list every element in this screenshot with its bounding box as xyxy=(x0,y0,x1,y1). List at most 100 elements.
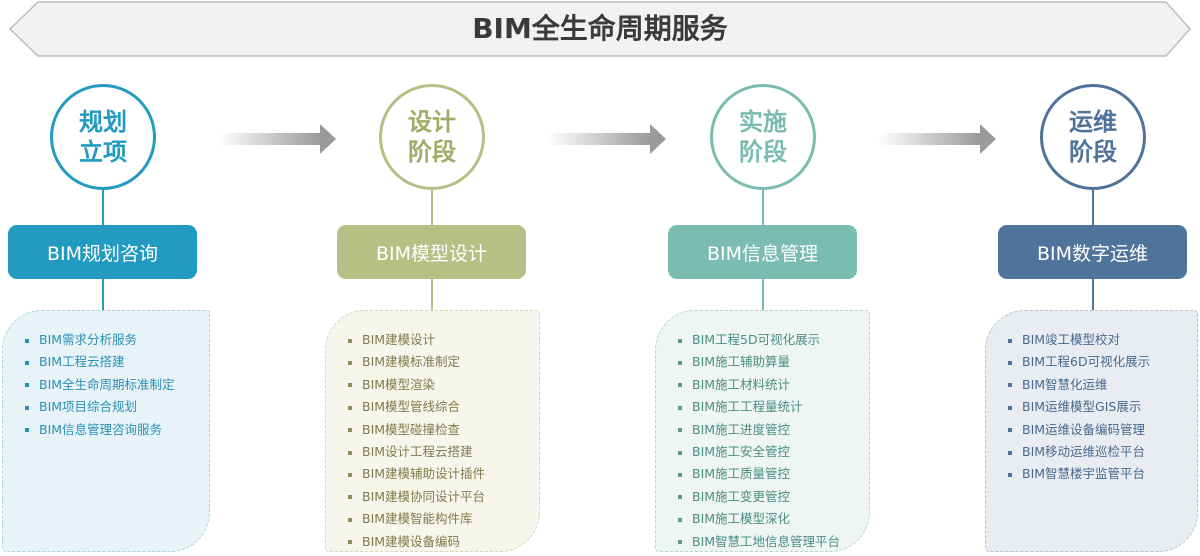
service-list-operation: BIM竣工模型校对 BIM工程6D可视化展示 BIM智慧化运维 BIM运维模型GIS展… xyxy=(985,310,1198,552)
list-item: BIM施工质量管控 xyxy=(678,463,869,485)
list-item-label: BIM信息管理咨询服务 xyxy=(39,421,163,437)
list-item-label: BIM施工变更管控 xyxy=(692,488,791,504)
stage-circle-operation: 运维 阶段 xyxy=(1040,84,1146,190)
list-item: BIM智慧工地信息管理平台 xyxy=(678,531,869,553)
arrow-right-icon xyxy=(878,124,996,154)
page-title: BIM全生命周期服务 xyxy=(472,12,728,45)
list-item: BIM建模智能构件库 xyxy=(348,508,539,530)
list-item: BIM施工变更管控 xyxy=(678,486,869,508)
list-item: BIM需求分析服务 xyxy=(25,329,209,351)
list-item-label: BIM建模辅助设计插件 xyxy=(362,466,486,482)
bullet-icon xyxy=(678,517,682,522)
list-item: BIM施工辅助算量 xyxy=(678,351,869,373)
stage-label-line2: 阶段 xyxy=(739,138,787,166)
list-item-label: BIM建模协同设计平台 xyxy=(362,488,486,504)
list-item: BIM竣工模型校对 xyxy=(1008,329,1197,351)
stage-label-line1: 实施 xyxy=(739,108,787,136)
list-item: BIM设计工程云搭建 xyxy=(348,441,539,463)
bullet-icon xyxy=(678,405,682,410)
service-button-implementation[interactable]: BIM信息管理 xyxy=(668,225,857,279)
bullet-icon xyxy=(348,540,352,545)
bullet-icon xyxy=(348,383,352,388)
service-list-design: BIM建模设计 BIM建模标准制定 BIM模型渲染 BIM模型管线综合 BIM模型碰撞检… xyxy=(325,310,540,552)
bullet-icon xyxy=(678,383,682,388)
bullet-icon xyxy=(348,450,352,455)
list-item: BIM移动运维巡检平台 xyxy=(1008,441,1197,463)
list-item: BIM智慧楼宇监管平台 xyxy=(1008,463,1197,485)
list-item-label: BIM建模智能构件库 xyxy=(362,511,473,527)
list-item-label: BIM建模设备编码 xyxy=(362,533,461,549)
stage-label-line2: 立项 xyxy=(79,138,127,166)
bullet-icon xyxy=(1008,428,1012,433)
list-item: BIM运维设备编码管理 xyxy=(1008,419,1197,441)
list-item: BIM建模设备编码 xyxy=(348,531,539,553)
list-item: BIM施工进度管控 xyxy=(678,419,869,441)
bullet-icon xyxy=(1008,338,1012,343)
list-item: BIM全生命周期标准制定 xyxy=(25,374,209,396)
stage-circle-design: 设计 阶段 xyxy=(379,84,485,190)
list-item-label: BIM建模设计 xyxy=(362,332,436,347)
list-item-label: BIM模型管线综合 xyxy=(362,399,461,415)
bullet-icon xyxy=(678,472,682,477)
stage-label-line2: 阶段 xyxy=(408,138,456,166)
list-item: BIM项目综合规划 xyxy=(25,396,209,418)
bullet-icon xyxy=(25,428,29,433)
list-item-label: BIM全生命周期标准制定 xyxy=(39,376,175,392)
bullet-icon xyxy=(348,360,352,365)
bullet-icon xyxy=(1008,450,1012,455)
list-item-label: BIM施工安全管控 xyxy=(692,444,791,460)
list-item-label: BIM施工材料统计 xyxy=(692,376,791,392)
title-banner xyxy=(8,1,1192,57)
list-item: BIM施工材料统计 xyxy=(678,374,869,396)
bullet-icon xyxy=(678,495,682,500)
list-item: BIM工程5D可视化展示 xyxy=(678,329,869,351)
list-item-label: BIM设计工程云搭建 xyxy=(362,444,473,460)
bullet-icon xyxy=(678,540,682,545)
list-item-label: BIM智慧化运维 xyxy=(1022,376,1108,392)
service-list-implementation: BIM工程5D可视化展示 BIM施工辅助算量 BIM施工材料统计 BIM施工工程量统计… xyxy=(655,310,870,552)
list-item-label: BIM施工工程量统计 xyxy=(692,399,803,415)
stage-label-line1: 运维 xyxy=(1069,108,1117,136)
list-item-label: BIM移动运维巡检平台 xyxy=(1022,444,1146,460)
list-item: BIM施工模型深化 xyxy=(678,508,869,530)
list-item-label: BIM需求分析服务 xyxy=(39,332,138,347)
list-item: BIM智慧化运维 xyxy=(1008,374,1197,396)
service-list-planning: BIM需求分析服务 BIM工程云搭建 BIM全生命周期标准制定 BIM项目综合规划 BI… xyxy=(2,310,210,552)
bullet-icon xyxy=(678,450,682,455)
list-item-label: BIM工程5D可视化展示 xyxy=(692,332,821,347)
stage-label-line1: 规划 xyxy=(79,108,127,136)
list-item: BIM施工安全管控 xyxy=(678,441,869,463)
bullet-icon xyxy=(348,472,352,477)
list-item: BIM建模协同设计平台 xyxy=(348,486,539,508)
list-item: BIM建模辅助设计插件 xyxy=(348,463,539,485)
list-item-label: BIM施工辅助算量 xyxy=(692,354,791,370)
list-item-label: BIM施工模型深化 xyxy=(692,511,791,527)
bullet-icon xyxy=(678,428,682,433)
bullet-icon xyxy=(25,405,29,410)
list-item: BIM运维模型GIS展示 xyxy=(1008,396,1197,418)
list-item: BIM模型管线综合 xyxy=(348,396,539,418)
bullet-icon xyxy=(1008,383,1012,388)
bullet-icon xyxy=(25,338,29,343)
list-item-label: BIM运维设备编码管理 xyxy=(1022,421,1146,437)
list-item-label: BIM工程6D可视化展示 xyxy=(1022,354,1151,370)
bullet-icon xyxy=(678,338,682,343)
stage-circle-planning: 规划 立项 xyxy=(50,84,156,190)
service-button-planning[interactable]: BIM规划咨询 xyxy=(8,225,197,279)
list-item: BIM模型碰撞检查 xyxy=(348,419,539,441)
list-item: BIM工程云搭建 xyxy=(25,351,209,373)
list-item-label: BIM模型碰撞检查 xyxy=(362,421,461,437)
bullet-icon xyxy=(348,495,352,500)
service-button-design[interactable]: BIM模型设计 xyxy=(337,225,526,279)
list-item-label: BIM建模标准制定 xyxy=(362,354,461,370)
service-button-operation[interactable]: BIM数字运维 xyxy=(998,225,1187,279)
bullet-icon xyxy=(348,338,352,343)
list-item-label: BIM智慧工地信息管理平台 xyxy=(692,533,841,549)
list-item-label: BIM模型渲染 xyxy=(362,376,436,392)
list-item: BIM建模设计 xyxy=(348,329,539,351)
bullet-icon xyxy=(348,428,352,433)
bullet-icon xyxy=(1008,360,1012,365)
list-item-label: BIM施工进度管控 xyxy=(692,421,791,437)
list-item: BIM建模标准制定 xyxy=(348,351,539,373)
